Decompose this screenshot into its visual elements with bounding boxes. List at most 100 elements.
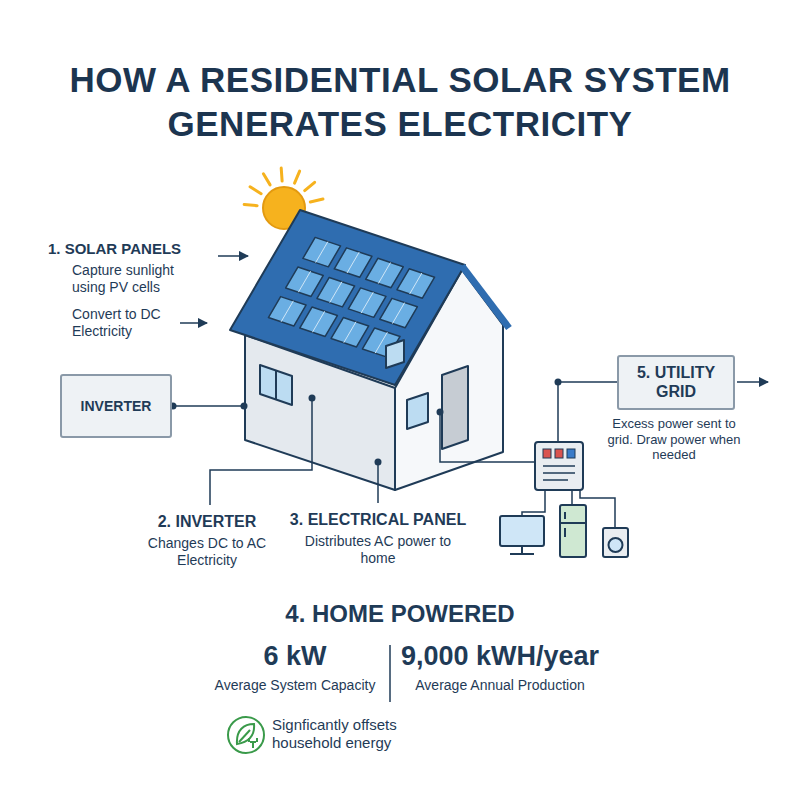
dot <box>375 459 382 466</box>
callout-text: Changes DC to AC Electricity <box>142 535 272 569</box>
panel-grid-line <box>378 263 390 284</box>
sun-ray <box>310 199 323 202</box>
tv-stand <box>510 553 534 555</box>
appliances <box>500 505 628 557</box>
fridge-handle <box>564 528 566 537</box>
solar-panel-array <box>268 237 434 357</box>
window <box>407 393 428 429</box>
solar-panel <box>366 258 404 287</box>
panel-line <box>543 465 575 467</box>
electrical-panel <box>535 442 583 490</box>
inverter-box: INVERTER <box>60 374 172 438</box>
plug <box>249 738 257 748</box>
callout-heading: 1. SOLAR PANELS <box>48 240 218 258</box>
panel-cell <box>348 288 386 317</box>
door <box>442 366 468 449</box>
breaker <box>567 449 575 458</box>
callout-heading: 3. ELECTRICAL PANEL <box>278 510 478 529</box>
fridge <box>560 505 586 557</box>
panel-line <box>543 479 568 481</box>
tv <box>500 516 544 546</box>
panel-cell <box>397 269 435 298</box>
panel-cell <box>380 298 418 327</box>
leader-lines <box>173 256 768 528</box>
box-label: 5. UTILITY GRID <box>627 363 725 401</box>
callout-heading: 2. INVERTER <box>127 512 287 531</box>
callout-text: Distributes AC power to home <box>296 533 461 567</box>
washer-door <box>609 538 623 552</box>
panel-line <box>543 472 575 474</box>
sun-ray <box>305 182 315 190</box>
dot <box>309 395 316 402</box>
box-label: INVERTER <box>81 398 152 415</box>
panel-cell <box>331 318 369 347</box>
sun-ray <box>244 205 257 206</box>
callout-text: Excess power sent to grid. Draw power wh… <box>599 416 749 463</box>
panel-grid-line <box>344 322 356 343</box>
callout-text: Convert to DC Electricity <box>72 306 177 340</box>
inverter-leader <box>210 398 312 505</box>
solar-panel <box>286 267 324 296</box>
breaker <box>555 449 563 458</box>
panel-grid-line <box>347 252 359 273</box>
connection-dots <box>170 379 562 466</box>
panel-cell <box>286 267 324 296</box>
sun-ray <box>263 174 270 185</box>
panel-cell <box>366 258 404 287</box>
panel-leader <box>377 462 379 503</box>
solar-panel <box>331 318 369 347</box>
solar-panel <box>380 298 418 327</box>
stat-value: 9,000 kWH/year <box>395 640 605 672</box>
appliance-wire <box>571 490 573 505</box>
solar-panel <box>303 237 341 266</box>
pointer-arrow <box>180 322 207 324</box>
tv-stand <box>521 546 523 553</box>
panel-cell <box>303 237 341 266</box>
section-heading: 4. HOME POWERED <box>250 600 550 629</box>
dot <box>437 409 444 416</box>
benefit-text: Signficantly offsets household energy <box>272 716 447 752</box>
stat-caption: Average Annual Production <box>400 677 600 694</box>
solar-panel <box>317 277 355 306</box>
roof-edge <box>462 266 509 328</box>
fridge-handle <box>564 512 566 519</box>
house <box>230 210 509 490</box>
panel-grid-line <box>298 271 310 292</box>
gable-window <box>386 340 404 368</box>
panel-grid-line <box>316 242 328 263</box>
solar-panel <box>268 297 306 326</box>
stat-value: 6 kW <box>215 640 375 672</box>
sun-ray <box>295 171 300 183</box>
panel-cell <box>317 277 355 306</box>
breaker <box>543 449 551 458</box>
fridge-door <box>560 522 586 524</box>
pointer-arrow <box>218 255 248 257</box>
sun-ray <box>280 168 284 181</box>
sun-ray <box>250 187 261 194</box>
title: HOW A RESIDENTIAL SOLAR SYSTEM GENERATES… <box>30 58 770 146</box>
panel-grid-line <box>281 301 293 322</box>
washer <box>603 528 628 557</box>
eco-icon <box>228 717 264 753</box>
dot <box>241 403 248 410</box>
roof <box>230 210 465 385</box>
panel-grid-line <box>312 311 324 332</box>
panel-grid-line <box>361 292 373 313</box>
solar-panel <box>348 288 386 317</box>
export-arrow <box>737 381 768 383</box>
inverter-wire <box>173 405 244 407</box>
window-bar <box>275 370 277 400</box>
appliance-wire <box>522 490 545 516</box>
panel-box <box>535 442 583 490</box>
panel-grid-line <box>330 282 342 303</box>
stat-divider <box>389 645 391 702</box>
stat-caption: Average System Capacity <box>200 677 390 694</box>
panel-cell <box>334 248 372 277</box>
solar-panel <box>397 269 435 298</box>
solar-panel <box>334 248 372 277</box>
callout-text: Capture sunlight using PV cells <box>72 262 207 296</box>
utility-grid-box: 5. UTILITY GRID <box>617 355 735 410</box>
house-to-panel-wire <box>440 412 535 462</box>
panel-grid-line <box>410 273 422 294</box>
